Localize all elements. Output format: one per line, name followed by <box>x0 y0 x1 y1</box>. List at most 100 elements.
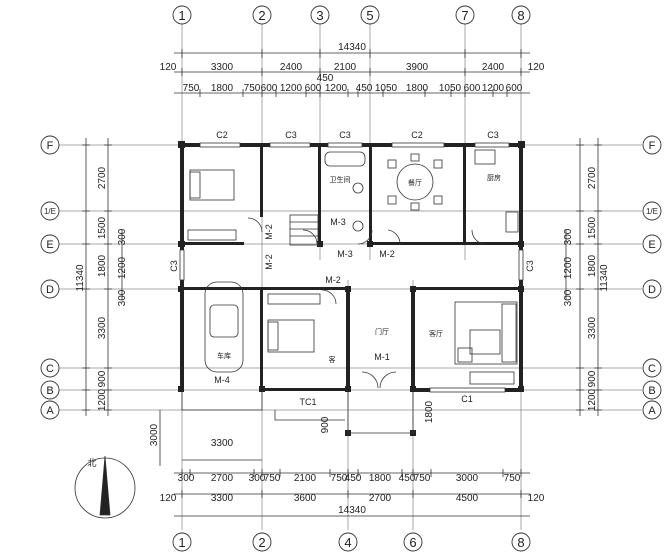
axis-bubbles-left: F 1/E E D C B A <box>40 135 60 420</box>
wall-room2-north <box>262 287 349 290</box>
axis-bubble <box>40 400 60 420</box>
chair-icon <box>433 159 443 169</box>
room-label-living: 客厅 <box>429 329 443 338</box>
dim-value: 3600 <box>294 493 317 504</box>
window-label: C1 <box>461 394 473 404</box>
axis-bubble <box>642 201 662 221</box>
armchair-icon <box>457 347 473 363</box>
dim-value: 750 <box>414 473 431 484</box>
dim-garage-width: 3300 <box>211 438 234 449</box>
wall-bedroom-east <box>260 147 263 217</box>
dim-value: 2700 <box>587 166 598 189</box>
door-label: M-1 <box>374 352 390 362</box>
dim-value: 1200 <box>587 388 598 411</box>
column <box>410 286 416 292</box>
column <box>518 141 525 148</box>
dim-total-bottom: 14340 <box>338 505 366 516</box>
dim-value: 1500 <box>97 216 108 239</box>
chair-icon <box>387 195 397 205</box>
window-c3-bath <box>327 142 363 148</box>
dim-value: 1200 <box>563 256 574 279</box>
axis-label: 1/E <box>646 207 658 216</box>
room-label-side: 客 <box>329 355 336 364</box>
dim-value: 120 <box>528 493 545 504</box>
axis-bubble <box>403 532 423 552</box>
dim-value: 750 <box>244 83 261 94</box>
dim-value: 3900 <box>406 62 429 73</box>
dim-value: 120 <box>160 493 177 504</box>
dim-garage-depth: 3000 <box>149 423 160 446</box>
window-c3-east <box>518 249 524 281</box>
door-swing <box>387 229 401 245</box>
dim-value: 2400 <box>280 62 303 73</box>
dim-value: 3300 <box>587 316 598 339</box>
chair-icon <box>410 153 420 162</box>
axis-bubble <box>40 358 60 378</box>
axis-label: 1 <box>178 535 185 550</box>
column <box>518 386 524 392</box>
axis-label: 1 <box>178 8 185 23</box>
axis-bubbles-bottom: 1 2 4 6 8 <box>172 532 531 552</box>
dim-value: 900 <box>97 370 108 387</box>
door-swing <box>471 229 485 245</box>
dim-value: 1200 <box>280 83 303 94</box>
column <box>178 141 185 148</box>
dining-table-icon <box>396 163 434 201</box>
axis-label: B <box>46 385 53 397</box>
kitchen-sink-icon <box>505 211 519 233</box>
bathtub-icon <box>324 151 366 167</box>
window-c3-stair <box>269 142 311 148</box>
wall-foyer-east <box>411 287 415 388</box>
dim-value: 600 <box>464 83 481 94</box>
axis-bubble <box>642 279 662 299</box>
door-swing <box>302 229 318 245</box>
column <box>518 241 524 247</box>
axis-label: 5 <box>366 8 373 23</box>
axis-bubble <box>455 5 475 25</box>
dim-value: 2700 <box>211 473 234 484</box>
dim-value: 300 <box>249 473 266 484</box>
column <box>178 386 184 392</box>
dim-value: 450 <box>399 473 416 484</box>
rug-icon <box>454 301 518 365</box>
axis-label: C <box>46 363 54 375</box>
dim-value: 750 <box>264 473 281 484</box>
dim-total-left: 11340 <box>75 264 86 292</box>
wall-stair-east <box>318 147 321 247</box>
axis-label: 2 <box>258 535 265 550</box>
axis-bubble <box>40 201 60 221</box>
window-label: C3 <box>487 130 499 140</box>
coffee-table-icon <box>469 329 501 355</box>
door-label: M-3 <box>337 249 353 259</box>
axis-bubble <box>511 5 531 25</box>
dim-value: 3300 <box>211 493 234 504</box>
dim-value: 300 <box>563 228 574 245</box>
window-c3-kitchen <box>474 142 510 148</box>
dim-value: 1200 <box>482 83 505 94</box>
window-c2-dining <box>391 142 445 148</box>
window-label: C2 <box>411 130 423 140</box>
axis-label: C <box>648 363 656 375</box>
dim-value: 600 <box>305 83 322 94</box>
axis-label: 6 <box>409 535 416 550</box>
axis-bubble <box>172 532 192 552</box>
dim-value: 600 <box>261 83 278 94</box>
dim-value: 1500 <box>587 216 598 239</box>
dim-value: 1200 <box>117 256 128 279</box>
dim-total-right: 11340 <box>599 264 610 292</box>
car-icon <box>204 281 244 373</box>
dim-value: 2100 <box>294 473 317 484</box>
dim-value: 1200 <box>97 388 108 411</box>
sofa-icon <box>501 303 517 363</box>
axis-bubble <box>642 358 662 378</box>
axis-label: D <box>648 284 656 296</box>
axis-label: B <box>648 385 655 397</box>
column <box>345 286 351 292</box>
dim-value: 450 <box>317 73 334 84</box>
dim-value: 300 <box>563 289 574 306</box>
axis-bubble <box>511 532 531 552</box>
door-swing <box>379 371 397 389</box>
door-label: M-3 <box>330 217 346 227</box>
dim-value: 3300 <box>211 62 234 73</box>
